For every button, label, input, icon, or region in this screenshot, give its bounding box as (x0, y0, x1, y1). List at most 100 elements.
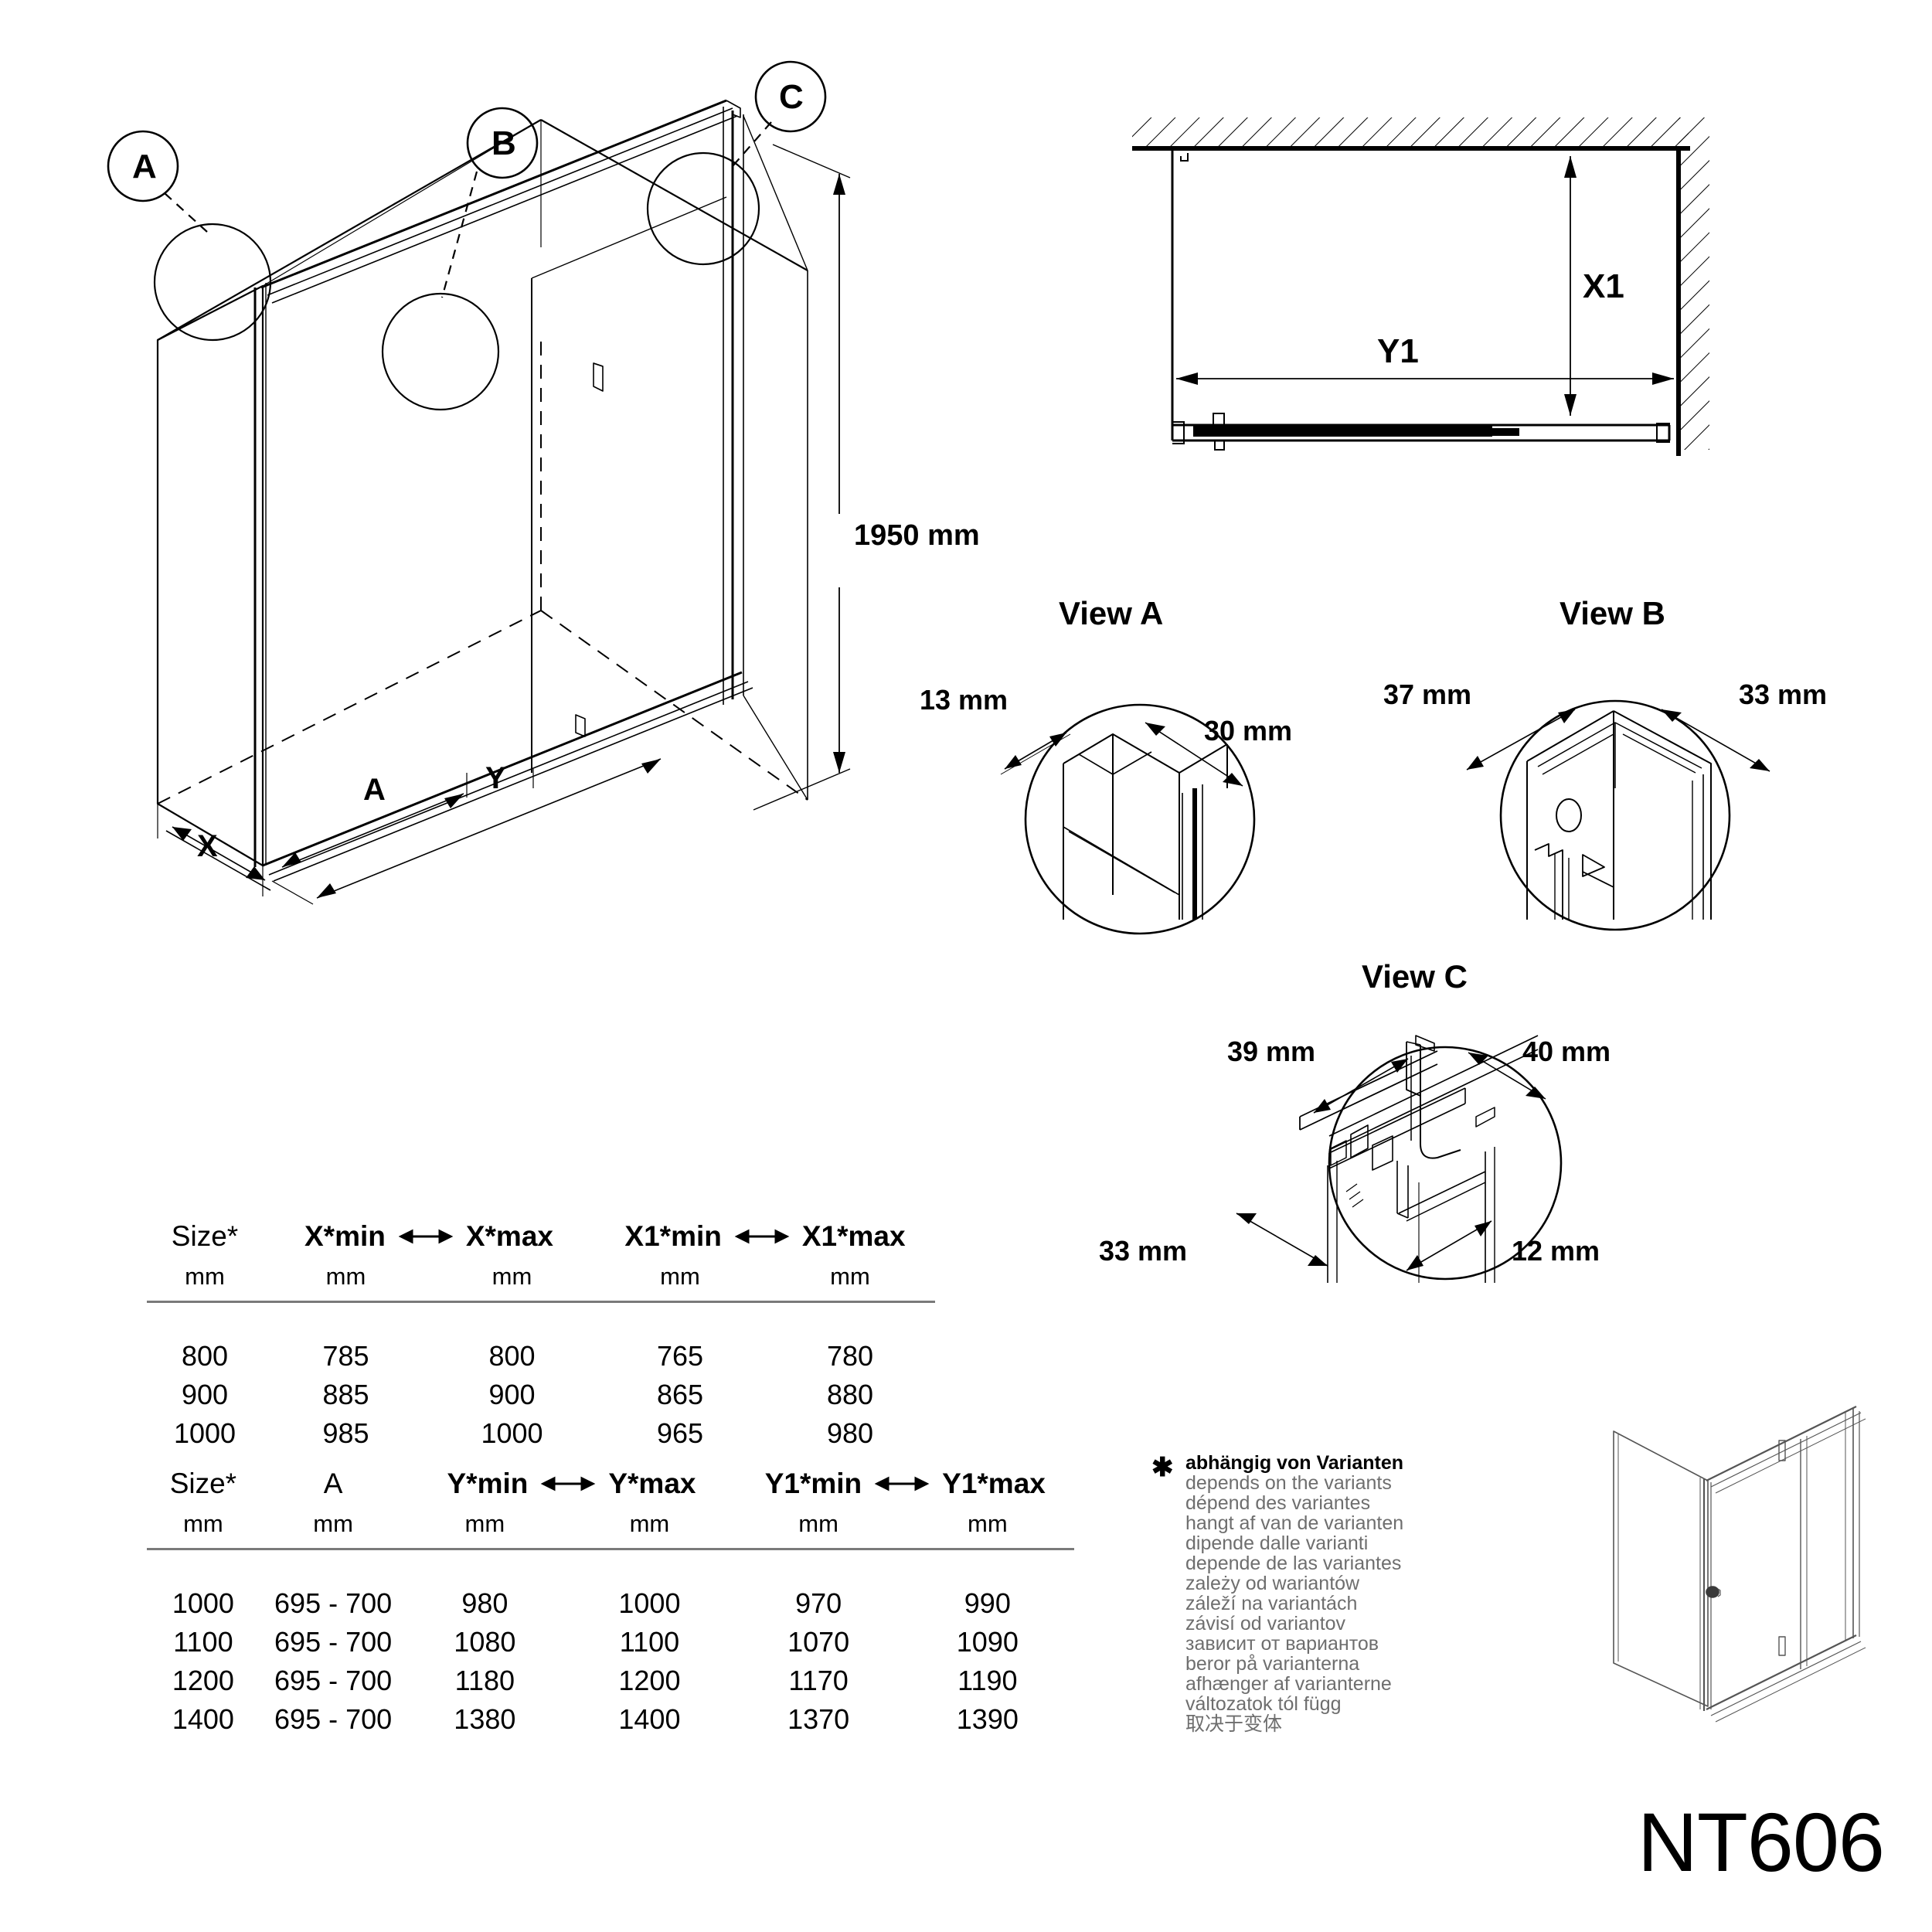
unit-x-max: mm (492, 1263, 532, 1290)
header-y-max: Y*max (608, 1468, 696, 1499)
table-header-row: Size* A Y*min Y*max Y1*mi (147, 1457, 1074, 1500)
cell-x-max: 800 (488, 1340, 536, 1372)
table-header-row: Size* X*min X*max X1*min (147, 1209, 935, 1253)
table-row: 1000 695 - 700 980 1000 970 990 (147, 1584, 1074, 1623)
footnote-lines: abhängig von Varianten depends on the va… (1185, 1453, 1484, 1734)
cell-x1-max: 780 (826, 1340, 874, 1372)
cell-size: 1400 (172, 1703, 234, 1735)
header-x1-max: X1*max (801, 1220, 906, 1252)
detail-view-c-dim-top-left: 39 mm (1227, 1036, 1316, 1067)
range-arrow-icon (730, 1225, 794, 1248)
header-x1-min: X1*min (624, 1220, 722, 1252)
dimension-label-x: X (197, 829, 218, 863)
unit-x-min: mm (325, 1263, 366, 1290)
unit-x1-max: mm (830, 1263, 870, 1290)
detail-view-c-title: View C (1362, 958, 1468, 995)
cell-x1-max: 980 (826, 1417, 874, 1449)
detail-view-c: View C (1099, 958, 1708, 1298)
cell-y1-min: 1370 (787, 1703, 850, 1735)
cell-x-min: 985 (322, 1417, 369, 1449)
footnote-line-de: abhängig von Varianten (1185, 1452, 1403, 1474)
cell-a: 695 - 700 (274, 1703, 393, 1735)
footnote-line-zh: 取决于变体 (1185, 1713, 1283, 1735)
range-arrow-icon (393, 1225, 458, 1248)
detail-view-c-dim-top-right: 40 mm (1522, 1036, 1611, 1067)
table-spacer (147, 1302, 935, 1338)
table-row: 1100 695 - 700 1080 1100 1070 1090 (147, 1623, 1074, 1662)
header-y1-max: Y1*max (942, 1468, 1046, 1499)
detail-view-a-title: View A (1059, 595, 1164, 631)
footnote-line-fr: dépend des variantes (1185, 1492, 1371, 1514)
footnote-line-sk: závisí od variantov (1185, 1613, 1346, 1634)
cell-a: 695 - 700 (274, 1665, 393, 1696)
cell-x1-min: 765 (656, 1340, 704, 1372)
range-arrow-icon (536, 1472, 600, 1495)
height-dimension-label: 1950 mm (854, 519, 980, 552)
footnote-line-it: dipende dalle varianti (1185, 1532, 1369, 1554)
detail-view-b: View B (1383, 595, 1862, 931)
table-row: 1000 985 1000 965 980 (147, 1414, 935, 1453)
footnote-line-pl: zależy od wariantów (1185, 1573, 1360, 1594)
cell-a: 695 - 700 (274, 1587, 393, 1619)
header-x-min: X*min (304, 1220, 386, 1252)
cell-y-max: 1000 (618, 1587, 681, 1619)
cell-x1-min: 965 (656, 1417, 704, 1449)
detail-view-c-dim-bottom-left: 33 mm (1099, 1235, 1188, 1267)
header-y-group: Y*min Y*max (406, 1457, 736, 1500)
header-x1-group: X1*min X1*max (595, 1209, 935, 1253)
footnote-line-cs: záleží na variantách (1185, 1593, 1358, 1614)
cell-y1-min: 1070 (787, 1626, 850, 1658)
callout-label-a: A (132, 148, 157, 185)
dimension-label-y: Y (485, 761, 506, 795)
table-rule (147, 1547, 1074, 1550)
table-row: 1200 695 - 700 1180 1200 1170 1190 (147, 1662, 1074, 1700)
cell-x1-min: 865 (656, 1379, 704, 1410)
cell-a: 695 - 700 (274, 1626, 393, 1658)
cell-x-max: 1000 (481, 1417, 543, 1449)
cell-y1-min: 1170 (788, 1665, 849, 1696)
dimension-label-a: A (363, 773, 386, 807)
unit-a: mm (313, 1510, 353, 1537)
detail-view-b-dim-left: 37 mm (1383, 679, 1472, 710)
cell-size: 800 (181, 1340, 229, 1372)
cell-size: 1200 (172, 1665, 234, 1696)
cell-size: 1000 (172, 1587, 234, 1619)
detail-view-b-dim-right: 33 mm (1739, 679, 1828, 710)
footnote-line-en: depends on the variants (1185, 1472, 1392, 1494)
cell-size: 1000 (173, 1417, 236, 1449)
unit-y-max: mm (629, 1510, 670, 1537)
cell-y1-max: 1390 (956, 1703, 1019, 1735)
range-arrow-icon (869, 1472, 934, 1495)
cell-y1-max: 1090 (956, 1626, 1019, 1658)
cell-x1-max: 880 (826, 1379, 874, 1410)
header-x-group: X*min X*max (263, 1209, 595, 1253)
cell-y-min: 1380 (454, 1703, 516, 1735)
table-bottom-spacer (147, 1739, 1074, 1770)
product-code-label: NT606 (1637, 1795, 1885, 1889)
footnote-line-ru: зависит от вариантов (1185, 1633, 1379, 1655)
cell-x-min: 885 (322, 1379, 369, 1410)
header-size: Size* (171, 1220, 239, 1252)
cell-y1-min: 970 (795, 1587, 842, 1619)
header-a: A (323, 1468, 343, 1499)
footnote-block: ✱ abhängig von Varianten depends on the … (1151, 1453, 1484, 1734)
table-row: 800 785 800 765 780 (147, 1337, 935, 1376)
detail-view-c-dim-bottom-right: 12 mm (1512, 1235, 1600, 1267)
table-spacer (147, 1549, 1074, 1585)
callout-label-b: B (492, 124, 516, 162)
table-row: 900 885 900 865 880 (147, 1376, 935, 1414)
header-y1-group: Y1*min Y1*max (736, 1457, 1074, 1500)
detail-view-a-dim-right: 30 mm (1204, 715, 1293, 747)
table-unit-row: mm mm mm mm mm (147, 1253, 935, 1301)
header-x-max: X*max (465, 1220, 553, 1252)
header-y1-min: Y1*min (764, 1468, 862, 1499)
cell-y-min: 1080 (454, 1626, 516, 1658)
detail-view-b-title: View B (1560, 595, 1665, 631)
unit-y-min: mm (464, 1510, 505, 1537)
cell-y1-max: 990 (964, 1587, 1011, 1619)
product-thumbnail (1584, 1406, 1901, 1723)
plan-dimension-x1: X1 (1583, 267, 1624, 305)
cell-y-max: 1200 (618, 1665, 681, 1696)
table-row: 1400 695 - 700 1380 1400 1370 1390 (147, 1700, 1074, 1739)
unit-size: mm (185, 1263, 225, 1290)
